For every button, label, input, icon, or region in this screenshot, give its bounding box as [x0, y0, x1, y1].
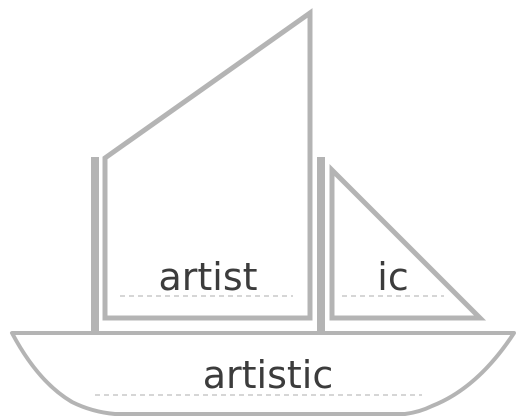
right-mast	[317, 157, 325, 335]
base-word-label: artist	[158, 255, 257, 299]
suffix-label: ic	[377, 255, 408, 299]
result-word-label: artistic	[203, 353, 334, 397]
left-mast	[91, 157, 99, 335]
